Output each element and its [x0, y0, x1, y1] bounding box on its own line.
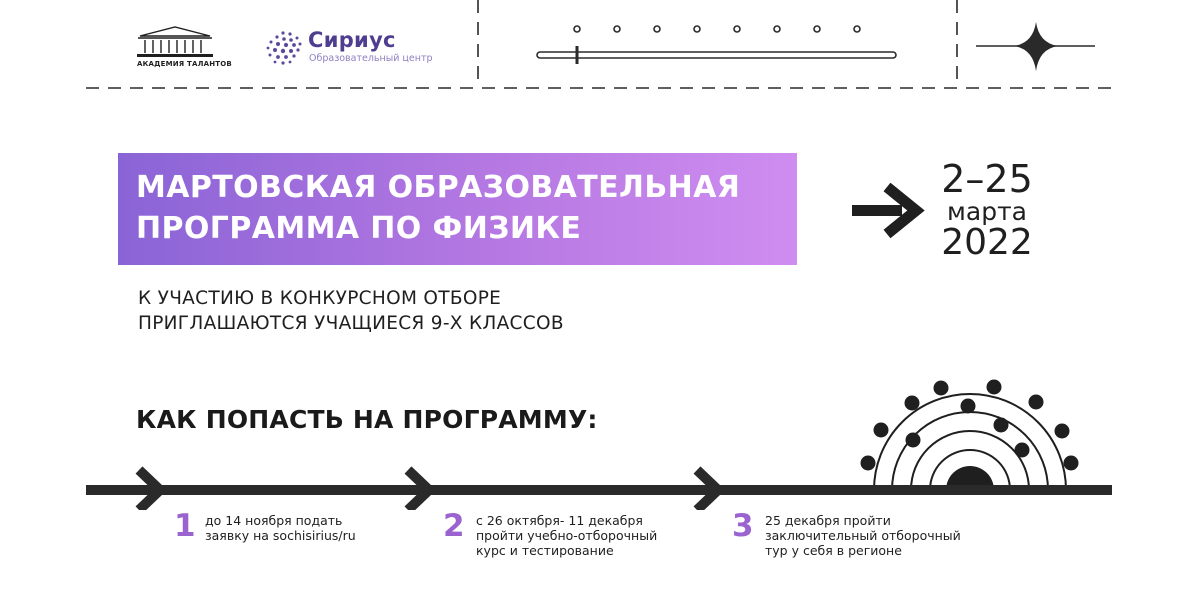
- banner-title-line-1: МАРТОВСКАЯ ОБРАЗОВАТЕЛЬНАЯ: [136, 170, 741, 205]
- chevron-icon: [135, 466, 168, 510]
- timeline-bar: [86, 485, 1112, 495]
- step-number-3: 3: [732, 508, 754, 544]
- subtitle-line-2: ПРИГЛАШАЮТСЯ УЧАЩИЕСЯ 9-Х КЛАССОВ: [138, 313, 564, 334]
- step-2-line-3: курс и тестирование: [476, 543, 614, 558]
- academy-logo-text: АКАДЕМИЯ ТАЛАНТОВ: [137, 60, 232, 68]
- slider-decoration: [536, 25, 897, 64]
- step-3-line-2: заключительный отборочный: [765, 528, 961, 543]
- step-text-1: до 14 ноября подать заявку на sochisiriu…: [205, 513, 405, 543]
- subtitle-line-1: К УЧАСТИЮ В КОНКУРСНОМ ОТБОРЕ: [138, 288, 502, 309]
- step-3-line-1: 25 декабря пройти: [765, 513, 891, 528]
- step-1-line-1: до 14 ноября подать: [205, 513, 343, 528]
- timeline: [86, 379, 1112, 510]
- step-3-line-3: тур у себя в регионе: [765, 543, 902, 558]
- chevron-icon: [693, 466, 726, 510]
- step-2-line-2: пройти учебно-отборочный: [476, 528, 658, 543]
- step-2-line-1: с 26 октября- 11 декабря: [476, 513, 643, 528]
- chevron-icon: [404, 466, 437, 510]
- date-range: 2–25: [941, 157, 1033, 201]
- academy-building-icon: [137, 26, 213, 57]
- sirius-dots-icon: [266, 31, 302, 65]
- sirius-logo-subtitle: Образовательный центр: [309, 53, 433, 64]
- date-month: марта: [947, 197, 1027, 226]
- step-number-1: 1: [174, 508, 196, 544]
- date-year: 2022: [941, 222, 1033, 263]
- step-1-line-2: заявку на sochisirius/ru: [205, 528, 356, 543]
- how-to-join-heading: КАК ПОПАСТЬ НА ПРОГРАММУ:: [136, 405, 598, 434]
- sirius-logo-name: Сириус: [308, 28, 396, 52]
- title-banner: МАРТОВСКАЯ ОБРАЗОВАТЕЛЬНАЯ ПРОГРАММА ПО …: [118, 153, 797, 265]
- step-text-2: с 26 октября- 11 декабря пройти учебно-о…: [476, 513, 676, 558]
- step-text-3: 25 декабря пройти заключительный отбороч…: [765, 513, 965, 558]
- sparkle-icon: [976, 22, 1095, 71]
- dome-dots: [860, 379, 1079, 471]
- half-dome-icon: [873, 393, 1067, 491]
- arrow-right-icon: [852, 183, 925, 239]
- banner-title-line-2: ПРОГРАММА ПО ФИЗИКЕ: [136, 211, 582, 246]
- header-decoration: [86, 0, 1120, 89]
- step-number-2: 2: [443, 508, 465, 544]
